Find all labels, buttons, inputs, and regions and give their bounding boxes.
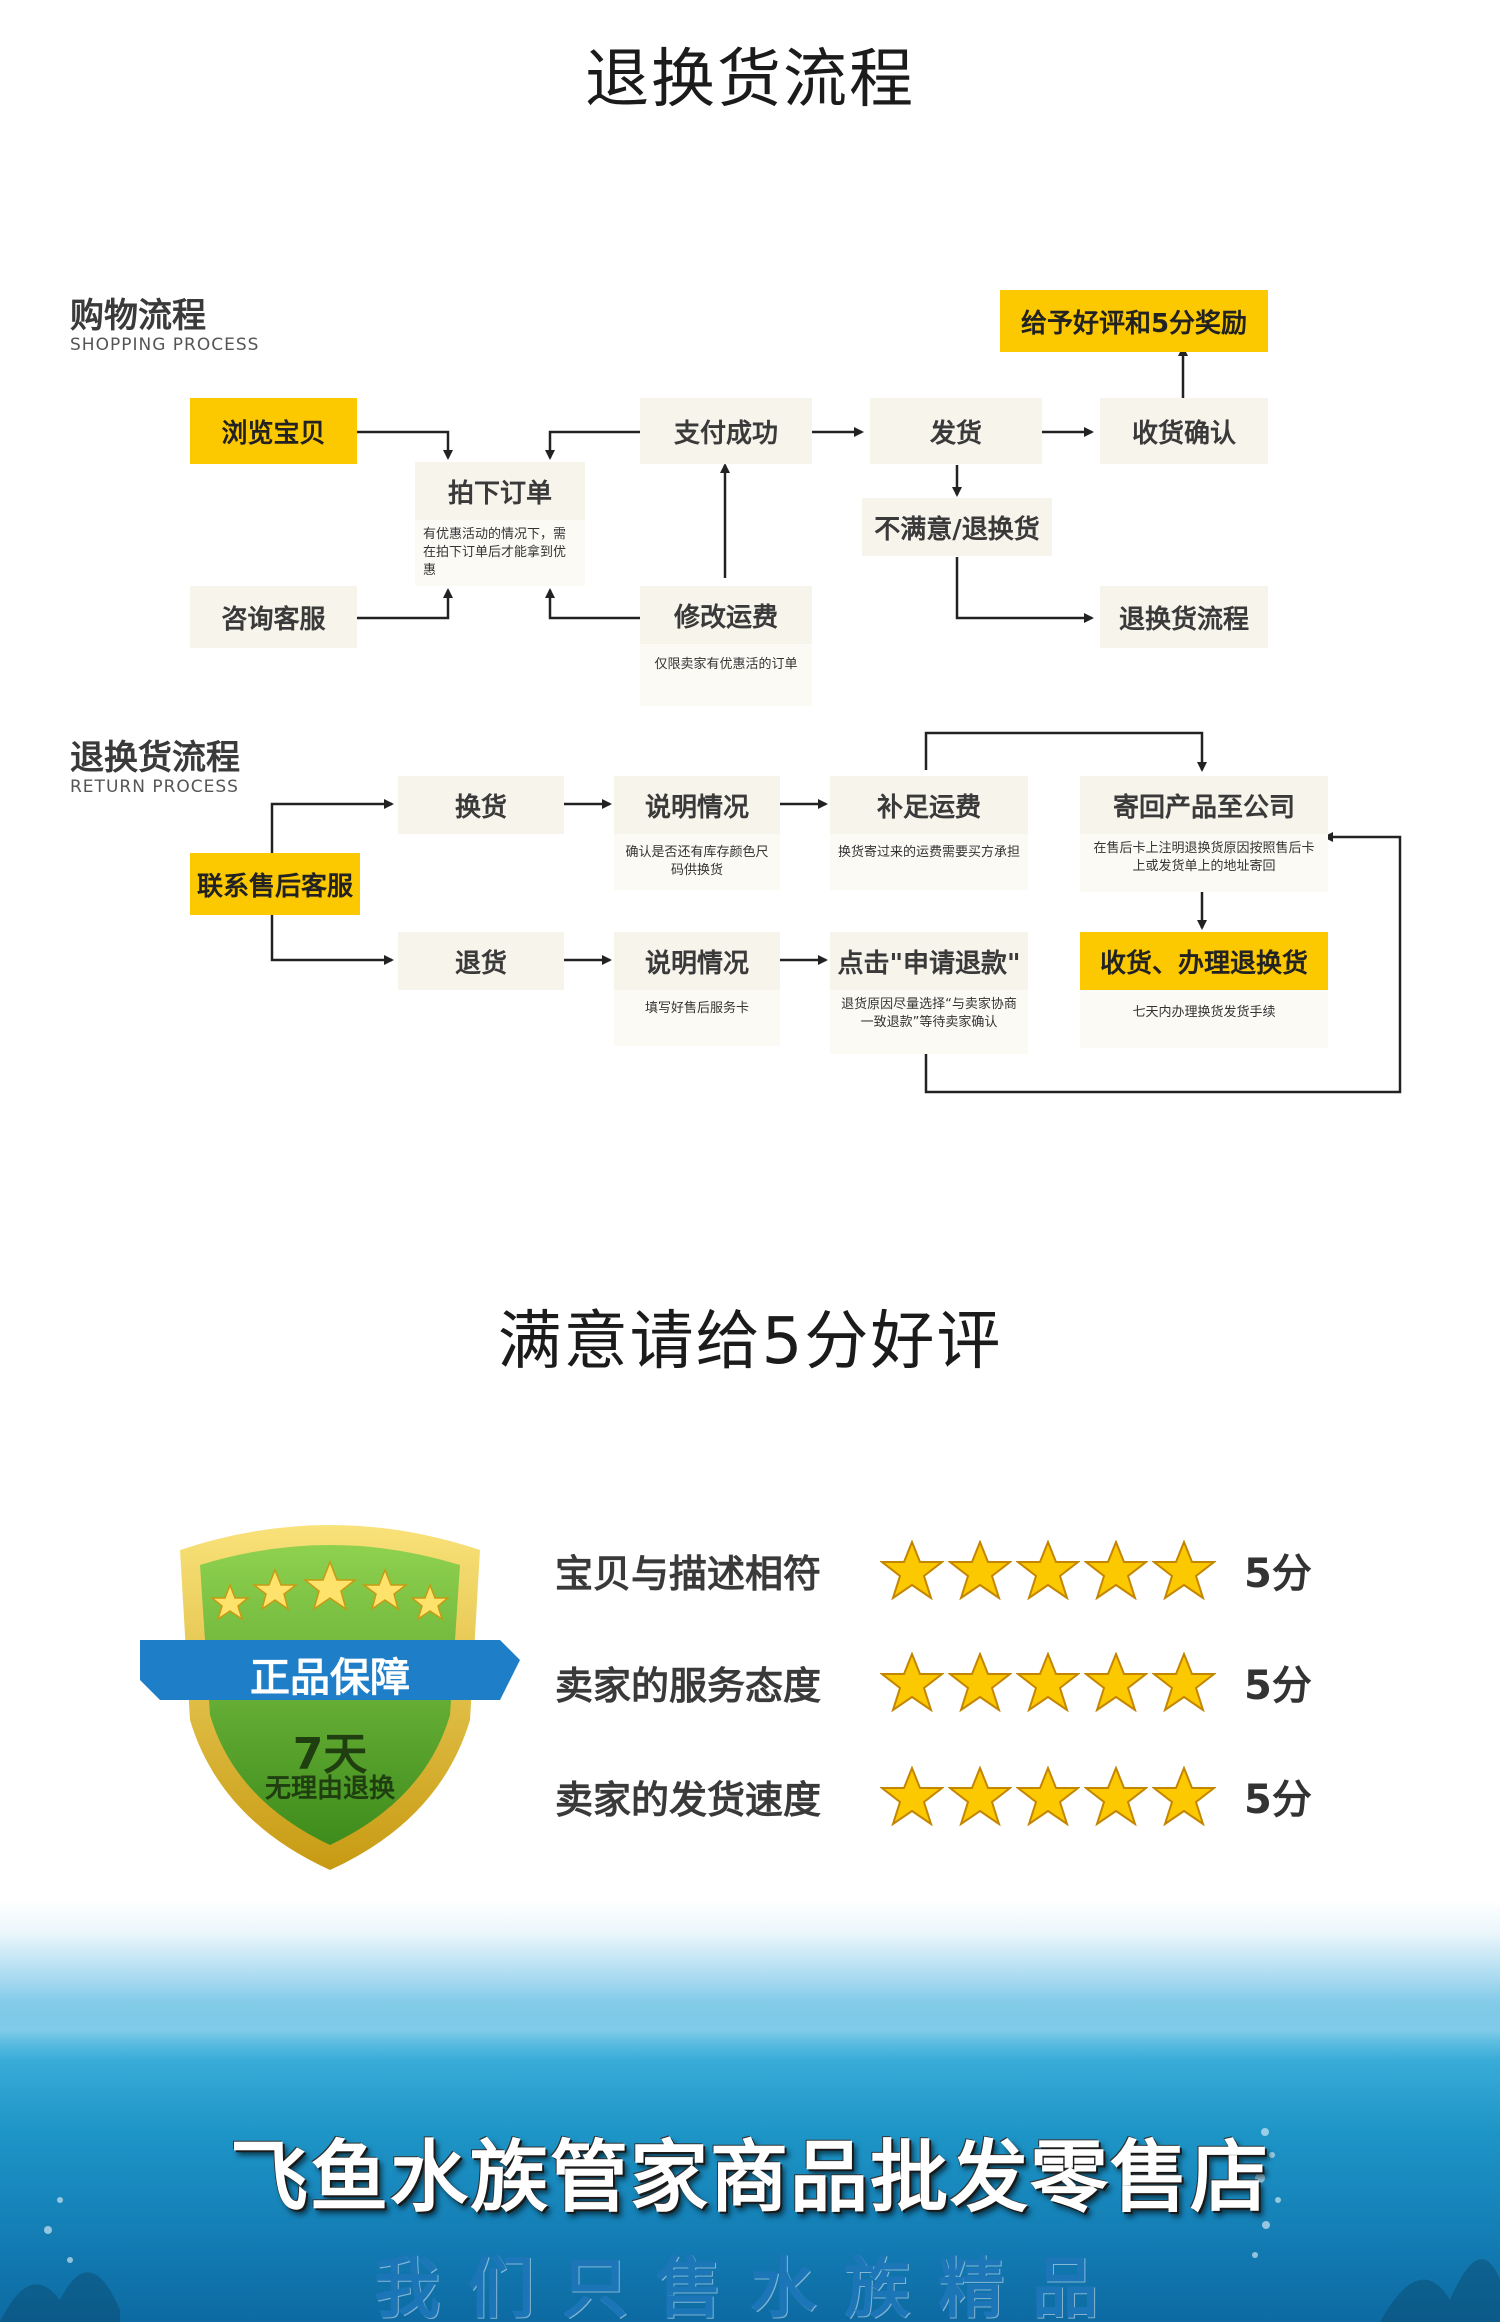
rating-score: 5分 [1244, 1551, 1312, 1597]
star-icon [1016, 1540, 1080, 1600]
rating-row-description: 宝贝与描述相符 5分 [555, 1540, 1312, 1600]
modify-fee-node: 修改运费 [640, 586, 812, 644]
explain-exchange-note: 确认是否还有库存颜色尺码供换货 [614, 834, 780, 890]
shop-slogan: 我们只售水族精品 [374, 2249, 1126, 2322]
star-icon [880, 1652, 944, 1712]
return-section-label: 退换货流程 RETURN PROCESS [70, 730, 240, 797]
star-rating [880, 1652, 1236, 1712]
pay-node: 支付成功 [640, 398, 812, 464]
shopping-label-zh: 购物流程 [70, 296, 206, 336]
star-icon [1084, 1652, 1148, 1712]
browse-node: 浏览宝贝 [190, 398, 357, 464]
apply-refund-note: 退货原因尽量选择“与卖家协商一致退款”等待卖家确认 [830, 990, 1028, 1054]
star-rating [880, 1766, 1236, 1826]
send-back-note: 在售后卡上注明退换货原因按照售后卡上或发货单上的地址寄回 [1080, 834, 1328, 892]
explain-refund-node: 说明情况 [614, 932, 780, 990]
add-fee-node: 补足运费 [830, 776, 1028, 834]
consult-node: 咨询客服 [190, 586, 357, 648]
rating-row-service: 卖家的服务态度 5分 [555, 1652, 1312, 1712]
unsatisfied-node: 不满意/退换货 [862, 498, 1052, 556]
star-icon [1152, 1540, 1216, 1600]
shopping-label-en: SHOPPING PROCESS [70, 335, 260, 355]
receive-handle-node: 收货、办理退换货 [1080, 932, 1328, 990]
guarantee-badge-icon [140, 1525, 520, 1870]
ship-node: 发货 [870, 398, 1042, 464]
explain-exchange-node: 说明情况 [614, 776, 780, 834]
star-icon [1084, 1766, 1148, 1826]
rating-title: 满意请给5分好评 [497, 1305, 1003, 1379]
badge-days-text: 7天 [292, 1729, 368, 1780]
return-flow-node: 退换货流程 [1100, 586, 1268, 648]
shop-name: 飞鱼水族管家商品批发零售店 [229, 2132, 1270, 2223]
star-icon [880, 1540, 944, 1600]
water-surface [0, 2000, 1500, 2060]
return-label-zh: 退换货流程 [70, 738, 240, 778]
star-icon [1016, 1766, 1080, 1826]
explain-refund-note: 填写好售后服务卡 [614, 990, 780, 1046]
modify-fee-note: 仅限卖家有优惠活的订单 [640, 644, 812, 706]
star-rating [880, 1540, 1236, 1600]
send-back-node: 寄回产品至公司 [1080, 776, 1328, 834]
flow-connectors [270, 346, 1402, 1094]
rating-score: 5分 [1244, 1777, 1312, 1823]
shopping-section-label: 购物流程 SHOPPING PROCESS [70, 288, 259, 355]
rating-label: 卖家的发货速度 [555, 1777, 822, 1822]
star-icon [948, 1540, 1012, 1600]
order-note: 有优惠活动的情况下，需在拍下订单后才能拿到优惠 [415, 520, 585, 586]
receive-handle-note: 七天内办理换货发货手续 [1080, 990, 1328, 1048]
rating-score: 5分 [1244, 1663, 1312, 1709]
badge-sub-text: 无理由退换 [264, 1774, 395, 1804]
star-icon [1152, 1766, 1216, 1826]
order-node: 拍下订单 [415, 462, 585, 520]
page-title: 退换货流程 [585, 43, 915, 117]
refund-node: 退货 [398, 932, 564, 990]
confirm-node: 收货确认 [1100, 398, 1268, 464]
star-icon [1084, 1540, 1148, 1600]
rating-label: 卖家的服务态度 [555, 1663, 822, 1708]
badge-top-text: 正品保障 [250, 1655, 410, 1701]
rating-label: 宝贝与描述相符 [555, 1551, 822, 1596]
footer-banner: 飞鱼水族管家商品批发零售店 我们只售水族精品 [0, 1900, 1500, 2322]
contact-service-node: 联系售后客服 [190, 853, 360, 915]
star-icon [1152, 1652, 1216, 1712]
add-fee-note: 换货寄过来的运费需要买方承担 [830, 834, 1028, 890]
return-label-en: RETURN PROCESS [70, 777, 239, 797]
bubbles-decoration [0, 2128, 1500, 2322]
reward-node: 给予好评和5分奖励 [1000, 290, 1268, 352]
rating-row-shipping: 卖家的发货速度 5分 [555, 1766, 1312, 1826]
star-icon [948, 1766, 1012, 1826]
apply-refund-node: 点击"申请退款" [830, 932, 1028, 990]
star-icon [1016, 1652, 1080, 1712]
exchange-node: 换货 [398, 776, 564, 834]
star-icon [948, 1652, 1012, 1712]
star-icon [880, 1766, 944, 1826]
